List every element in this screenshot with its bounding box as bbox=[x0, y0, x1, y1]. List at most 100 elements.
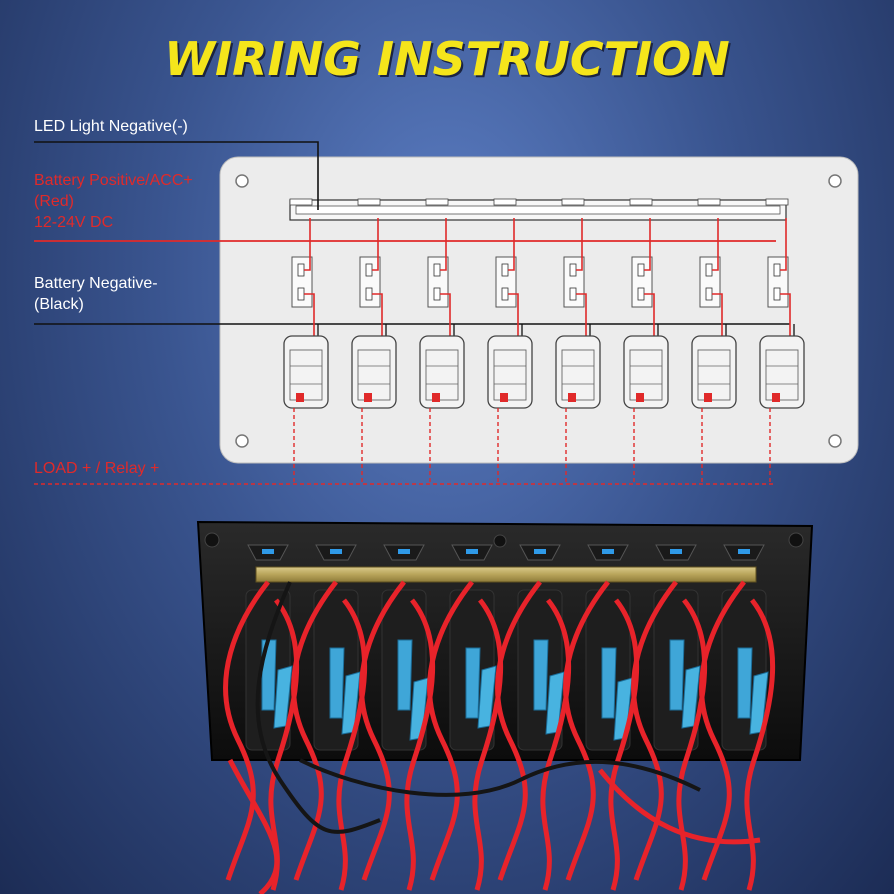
red-wire bbox=[404, 598, 436, 891]
battery-negative-label: Battery Negative- (Black) bbox=[34, 273, 158, 315]
rocker-switch-inner bbox=[765, 349, 799, 401]
blue-led bbox=[262, 549, 274, 554]
red-wire bbox=[223, 580, 270, 881]
output-terminal bbox=[500, 393, 508, 402]
red-wire bbox=[676, 598, 708, 891]
bus-tab bbox=[765, 198, 789, 206]
rocker-switch bbox=[487, 335, 533, 409]
red-wire bbox=[744, 598, 776, 891]
red-wire bbox=[495, 580, 542, 881]
output-terminal bbox=[772, 393, 780, 402]
bus-tab bbox=[629, 198, 653, 206]
blue-connector bbox=[533, 639, 549, 711]
switch-columns bbox=[283, 198, 805, 484]
battery-positive-line-3: 12-24V DC bbox=[34, 214, 114, 231]
blue-led bbox=[330, 549, 342, 554]
blue-connector bbox=[737, 647, 753, 719]
red-wire bbox=[540, 598, 572, 891]
blue-led bbox=[602, 549, 614, 554]
fuse-input-wire bbox=[508, 218, 515, 271]
rocker-switch-inner bbox=[289, 349, 323, 401]
rocker-switch bbox=[419, 335, 465, 409]
panel-screw-hole bbox=[828, 434, 842, 448]
fuse-input-wire bbox=[372, 218, 379, 271]
red-wire bbox=[227, 758, 280, 894]
rocker-switch bbox=[283, 335, 329, 409]
bezel-screw bbox=[204, 532, 220, 548]
output-terminal bbox=[296, 393, 304, 402]
bus-tab bbox=[697, 198, 721, 206]
blue-led bbox=[670, 549, 682, 554]
output-terminal bbox=[704, 393, 712, 402]
red-wire bbox=[699, 580, 746, 881]
rocker-switch-inner bbox=[493, 349, 527, 401]
rocker-switch bbox=[351, 335, 397, 409]
blue-led bbox=[398, 549, 410, 554]
panel-screw-hole bbox=[235, 434, 249, 448]
panel-screw-hole bbox=[828, 174, 842, 188]
battery-negative-line-2: (Black) bbox=[34, 296, 84, 313]
fuse-input-wire bbox=[780, 218, 787, 271]
fuse-input-wire bbox=[712, 218, 719, 271]
output-terminal bbox=[432, 393, 440, 402]
red-wire bbox=[427, 580, 474, 881]
bus-tab bbox=[357, 198, 381, 206]
photo-wires bbox=[223, 580, 776, 894]
rocker-switch bbox=[555, 335, 601, 409]
blue-connector bbox=[397, 639, 413, 711]
red-wire bbox=[336, 598, 368, 891]
fuse-input-wire bbox=[576, 218, 583, 271]
led-negative-wire bbox=[34, 141, 319, 210]
fuse-input-wire bbox=[440, 218, 447, 271]
blue-led bbox=[534, 549, 546, 554]
bus-tab bbox=[425, 198, 449, 206]
led-negative-text: LED Light Negative(-) bbox=[34, 118, 188, 135]
led-negative-label: LED Light Negative(-) bbox=[34, 116, 188, 137]
blue-led bbox=[738, 549, 750, 554]
blue-connector bbox=[465, 647, 481, 719]
red-wire bbox=[563, 580, 610, 881]
photo-switches bbox=[245, 544, 769, 751]
bus-tab bbox=[561, 198, 585, 206]
red-wire bbox=[472, 598, 504, 891]
rocker-switch-inner bbox=[425, 349, 459, 401]
rocker-switch bbox=[759, 335, 805, 409]
output-terminal bbox=[364, 393, 372, 402]
output-terminal bbox=[636, 393, 644, 402]
panel-screw-hole bbox=[235, 174, 249, 188]
bezel-screw bbox=[788, 532, 804, 548]
bezel-screw bbox=[493, 534, 507, 548]
bus-tab bbox=[289, 198, 313, 206]
rocker-switch-inner bbox=[629, 349, 663, 401]
battery-positive-line-2: (Red) bbox=[34, 193, 75, 210]
rocker-switch bbox=[691, 335, 737, 409]
red-wire bbox=[631, 580, 678, 881]
fuse-input-wire bbox=[304, 218, 311, 271]
rocker-switch-inner bbox=[697, 349, 731, 401]
battery-negative-line-1: Battery Negative- bbox=[34, 275, 158, 292]
red-wire bbox=[598, 768, 761, 845]
blue-connector bbox=[601, 647, 617, 719]
rocker-switch-inner bbox=[561, 349, 595, 401]
bus-tab bbox=[493, 198, 517, 206]
battery-positive-label: Battery Positive/ACC+ (Red) 12-24V DC bbox=[34, 170, 193, 233]
photo-bus-bar bbox=[255, 566, 757, 583]
battery-positive-line-1: Battery Positive/ACC+ bbox=[34, 172, 193, 189]
load-text: LOAD + / Relay + bbox=[34, 460, 160, 477]
blue-connector bbox=[329, 647, 345, 719]
page-title: WIRING INSTRUCTION bbox=[164, 32, 730, 86]
red-wire bbox=[608, 598, 640, 891]
blue-connector bbox=[669, 639, 685, 711]
fuse-input-wire bbox=[644, 218, 651, 271]
blue-led bbox=[466, 549, 478, 554]
rocker-switch bbox=[623, 335, 669, 409]
bus-bar-inner bbox=[295, 205, 781, 215]
load-label: LOAD + / Relay + bbox=[34, 458, 159, 479]
black-wire bbox=[255, 581, 381, 834]
black-wire bbox=[299, 758, 701, 797]
red-wire bbox=[291, 580, 338, 881]
rocker-switch-inner bbox=[357, 349, 391, 401]
red-wire bbox=[359, 580, 406, 881]
